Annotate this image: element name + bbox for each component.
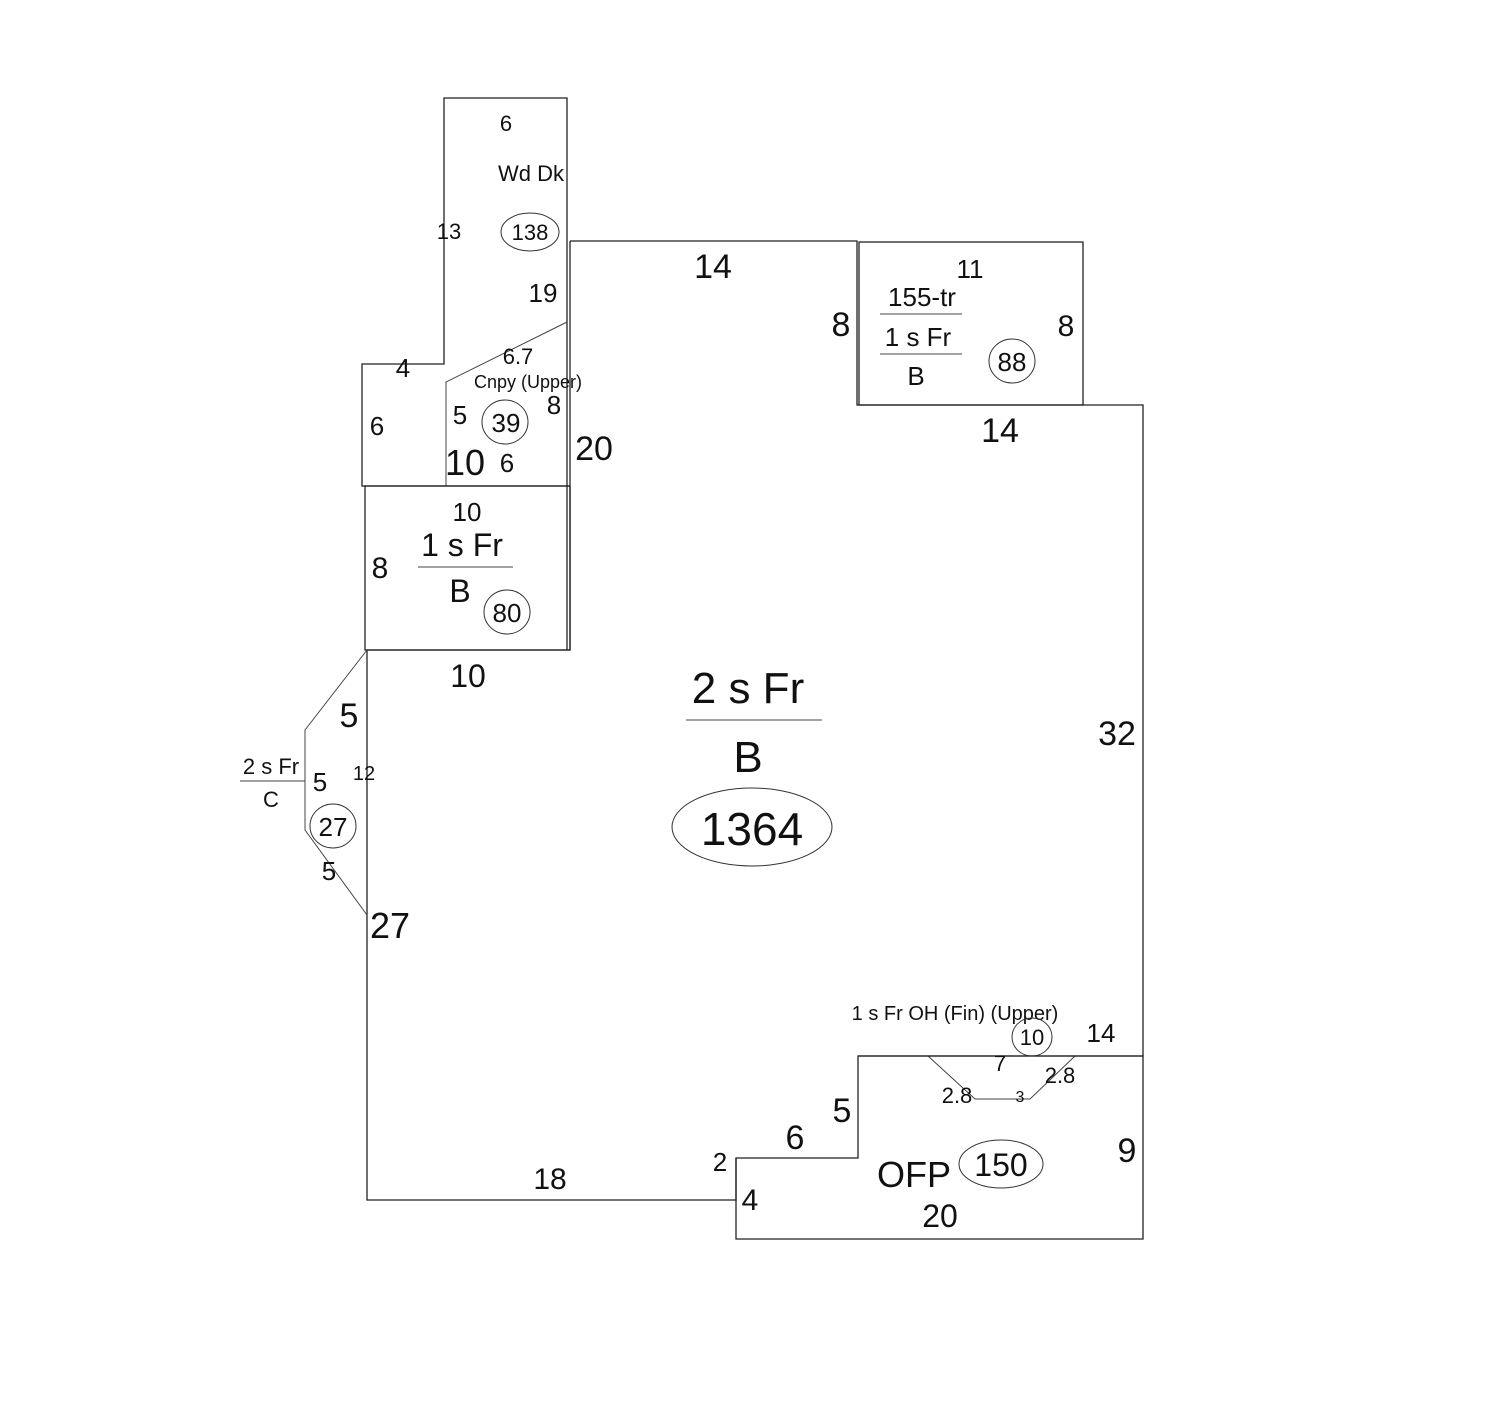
overhang-dim-right-diag: 2.8 bbox=[1045, 1063, 1076, 1088]
overhang-label: 1 s Fr OH (Fin) (Upper) bbox=[852, 1003, 1059, 1025]
wood-deck-dim-notch: 4 bbox=[396, 353, 410, 383]
dim-step-b: 4 bbox=[742, 1184, 759, 1217]
overhang-area: 10 bbox=[1020, 1025, 1044, 1050]
porch-outline bbox=[735, 1055, 1144, 1240]
canopy-outline bbox=[445, 321, 568, 486]
porch-dim-bottom: 20 bbox=[922, 1198, 958, 1234]
right-addition-border bbox=[858, 241, 1084, 406]
left-addition-label-bottom: B bbox=[449, 573, 470, 609]
right-addition-area: 88 bbox=[998, 347, 1027, 377]
overhang-border bbox=[927, 1055, 1076, 1100]
right-addition-dim-bottom: 14 bbox=[981, 412, 1019, 450]
right-addition-dim-left: 8 bbox=[832, 306, 851, 344]
right-addition-label-bottom: B bbox=[907, 361, 924, 391]
bay-dim-side-b: 5 bbox=[313, 767, 327, 797]
dim-main-bottom: 18 bbox=[533, 1163, 566, 1196]
right-addition-outline bbox=[858, 241, 1084, 406]
main-label-top: 2 s Fr bbox=[692, 664, 804, 713]
left-addition-border bbox=[364, 485, 571, 651]
dim-main-left-small: 12 bbox=[353, 763, 375, 785]
right-addition-label-top: 155-tr bbox=[888, 282, 956, 312]
canopy-area-ellipse bbox=[481, 399, 529, 445]
right-addition-area-ellipse bbox=[988, 338, 1036, 384]
porch-area: 150 bbox=[974, 1147, 1027, 1183]
overhang-outline bbox=[927, 1055, 1076, 1100]
canopy-dim-diag: 6.7 bbox=[503, 344, 534, 369]
wood-deck-dim-left: 13 bbox=[437, 219, 461, 244]
wood-deck-dim-right: 19 bbox=[529, 278, 558, 308]
overhang-dim-top: 7 bbox=[994, 1051, 1006, 1076]
dim-step-d: 5 bbox=[833, 1092, 852, 1130]
main-label-bottom: B bbox=[733, 733, 762, 782]
bay-dim-side-a: 5 bbox=[340, 697, 359, 735]
dim-step-a: 2 bbox=[713, 1147, 727, 1177]
bay-dim-side-c: 5 bbox=[322, 856, 336, 886]
wood-deck-area-ellipse bbox=[500, 212, 560, 252]
canopy-border bbox=[445, 321, 568, 486]
left-addition-dim-bottom: 10 bbox=[450, 658, 486, 694]
bay-label-top: 2 s Fr bbox=[243, 754, 299, 779]
right-addition-dim-right: 8 bbox=[1058, 310, 1075, 343]
main-area-ellipse bbox=[671, 787, 833, 867]
bay-area: 27 bbox=[319, 812, 348, 842]
canopy-label: Cnpy (Upper) bbox=[474, 372, 582, 392]
canopy-dim-left: 6 bbox=[370, 411, 384, 441]
overhang-area-ellipse bbox=[1011, 1017, 1053, 1057]
canopy-dim-inner-left: 5 bbox=[453, 400, 467, 430]
overhang-dim-left-diag: 2.8 bbox=[942, 1083, 973, 1108]
dim-main-left-upper: 20 bbox=[575, 430, 613, 468]
main-area-value: 1364 bbox=[701, 803, 803, 855]
left-addition-area-ellipse bbox=[483, 589, 531, 635]
overhang-dim-right: 14 bbox=[1087, 1018, 1116, 1048]
porch-dim-right: 9 bbox=[1118, 1132, 1137, 1170]
wood-deck-area: 138 bbox=[512, 220, 549, 245]
bay-border bbox=[304, 649, 368, 916]
right-addition-dim-top: 11 bbox=[957, 254, 984, 284]
right-addition-label-mid: 1 s Fr bbox=[885, 322, 952, 352]
wood-deck-border bbox=[361, 97, 570, 487]
dim-step-c: 6 bbox=[786, 1119, 805, 1157]
left-addition-dim-left: 8 bbox=[372, 552, 389, 585]
wood-deck-outline bbox=[361, 97, 570, 487]
bay-label-bottom: C bbox=[263, 787, 279, 812]
canopy-dim-bottom-a: 10 bbox=[445, 442, 485, 483]
canopy-area: 39 bbox=[492, 408, 521, 438]
canopy-dim-bottom-b: 6 bbox=[500, 448, 514, 478]
overhang-dim-bottom: 3 bbox=[1016, 1089, 1025, 1106]
porch-border bbox=[735, 1055, 1144, 1240]
wood-deck-label: Wd Dk bbox=[498, 161, 565, 186]
dim-main-top: 14 bbox=[694, 248, 732, 286]
canopy-dim-inner-right: 8 bbox=[547, 390, 561, 420]
left-addition-outline bbox=[364, 485, 571, 651]
dim-main-left-mid: 27 bbox=[370, 905, 410, 946]
left-addition-dim-top: 10 bbox=[453, 497, 482, 527]
porch-area-ellipse bbox=[958, 1139, 1044, 1189]
wood-deck-dim-top: 6 bbox=[500, 111, 512, 136]
bay-outline bbox=[240, 649, 368, 916]
left-addition-label-top: 1 s Fr bbox=[421, 527, 503, 563]
left-addition-area: 80 bbox=[493, 598, 522, 628]
dim-main-right: 32 bbox=[1098, 715, 1136, 753]
bay-area-ellipse bbox=[309, 803, 357, 849]
porch-label: OFP bbox=[877, 1154, 951, 1195]
